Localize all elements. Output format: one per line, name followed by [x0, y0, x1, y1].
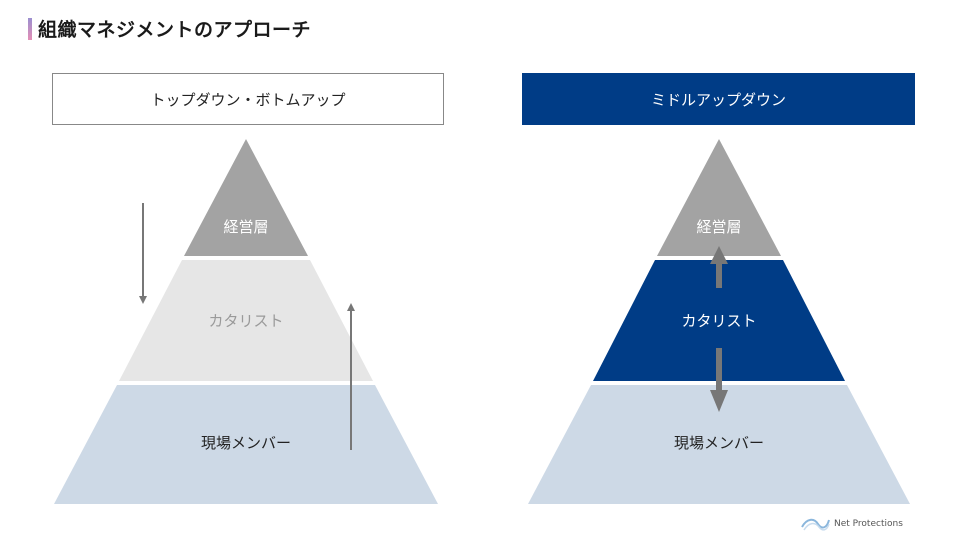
right-pyramid: 経営層 カタリスト 現場メンバー	[528, 139, 910, 504]
left-tier-bottom-label: 現場メンバー	[201, 434, 291, 452]
middle-down-arrow	[710, 348, 728, 412]
left-pyramid: 経営層 カタリスト 現場メンバー	[54, 139, 438, 504]
logo-text: Net Protections	[834, 519, 903, 529]
approach-label-middle-up-down: ミドルアップダウン	[522, 73, 915, 125]
page-title: 組織マネジメントのアプローチ	[38, 19, 312, 41]
title-accent-bar	[28, 18, 32, 40]
wave-logo-icon	[801, 518, 830, 531]
middle-up-arrow	[710, 246, 728, 288]
approach-label-top-down-bottom-up: トップダウン・ボトムアップ	[52, 73, 444, 125]
right-tier-middle	[593, 260, 845, 381]
left-tier-middle-label: カタリスト	[208, 312, 283, 330]
right-tier-bottom-label: 現場メンバー	[674, 434, 764, 452]
company-logo: Net Protections	[800, 515, 903, 533]
right-tier-middle-label: カタリスト	[681, 312, 756, 330]
left-tier-top	[184, 139, 308, 256]
right-tier-top-label: 経営層	[696, 218, 741, 236]
left-tier-bottom	[54, 385, 438, 504]
left-tier-top-label: 経営層	[223, 218, 268, 236]
left-tier-middle	[119, 260, 373, 381]
right-tier-bottom	[528, 385, 910, 504]
right-tier-top	[657, 139, 781, 256]
